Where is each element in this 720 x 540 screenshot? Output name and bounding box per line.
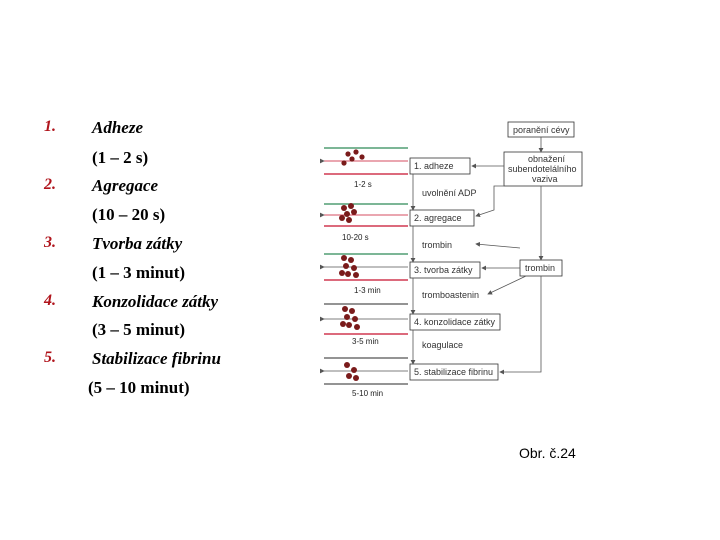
step-1-duration: (1 – 2 s) (92, 148, 149, 167)
step-1-title: Adheze (92, 118, 143, 137)
time-label-1: 1-2 s (354, 180, 372, 189)
stage-box-2 (409, 209, 475, 227)
stage-box-5-label: 5. stabilizace fibrinu (414, 367, 493, 377)
vessel-stage-1 (320, 147, 408, 175)
time-label-2: 10-20 s (342, 233, 369, 242)
vessel-stage-2 (320, 203, 408, 227)
step-5-number: 5. (44, 349, 56, 366)
step-5-title: Stabilizace fibrinu (92, 349, 221, 368)
stage-box-3 (409, 261, 481, 279)
time-label-5: 5-10 min (352, 389, 383, 398)
step-1-number: 1. (44, 118, 56, 135)
injury-box-label: poranění cévy (513, 125, 570, 135)
step-5-duration: (5 – 10 minut) (88, 378, 190, 397)
step-3-title: Tvorba zátky (92, 234, 183, 253)
exposure-box-line3: vaziva (532, 174, 558, 184)
stage-box-2-label: 2. agregace (414, 213, 462, 223)
mediator-thrombin: trombin (422, 240, 452, 250)
mediator-adp: uvolnění ADP (422, 188, 477, 198)
step-2-duration: (10 – 20 s) (92, 205, 166, 224)
stage-box-5 (409, 363, 499, 381)
stage-box-1-label: 1. adheze (414, 161, 454, 171)
step-3-duration: (1 – 3 minut) (92, 263, 186, 282)
stage-box-4 (409, 313, 501, 331)
hemostasis-diagram: 1-2 s 10-20 s 1-3 min 3-5 min 5-10 min p… (320, 121, 583, 398)
step-4-title: Konzolidace zátky (92, 292, 219, 311)
mediator-thrombosthenin: tromboastenin (422, 290, 479, 300)
vessel-stage-3 (320, 253, 408, 281)
time-label-4: 3-5 min (352, 337, 379, 346)
vessel-stage-4 (320, 303, 408, 335)
mediator-coagulation: koagulace (422, 340, 463, 350)
step-4-duration: (3 – 5 minut) (92, 320, 186, 339)
stage-box-1 (409, 157, 471, 175)
thrombin-box-label: trombin (525, 263, 555, 273)
exposure-box-line1: obnažení (528, 154, 566, 164)
exposure-box-line2: subendotelálního (508, 164, 577, 174)
stage-box-3-label: 3. tvorba zátky (414, 265, 473, 275)
step-3-number: 3. (44, 234, 56, 251)
vessel-stage-5 (320, 357, 408, 385)
flow-arrows (410, 163, 544, 375)
time-label-3: 1-3 min (354, 286, 381, 295)
step-2-title: Agregace (92, 176, 159, 195)
figure-caption: Obr. č.24 (519, 445, 576, 461)
step-4-number: 4. (44, 292, 56, 309)
stage-box-4-label: 4. konzolidace zátky (414, 317, 496, 327)
step-2-number: 2. (44, 176, 56, 193)
